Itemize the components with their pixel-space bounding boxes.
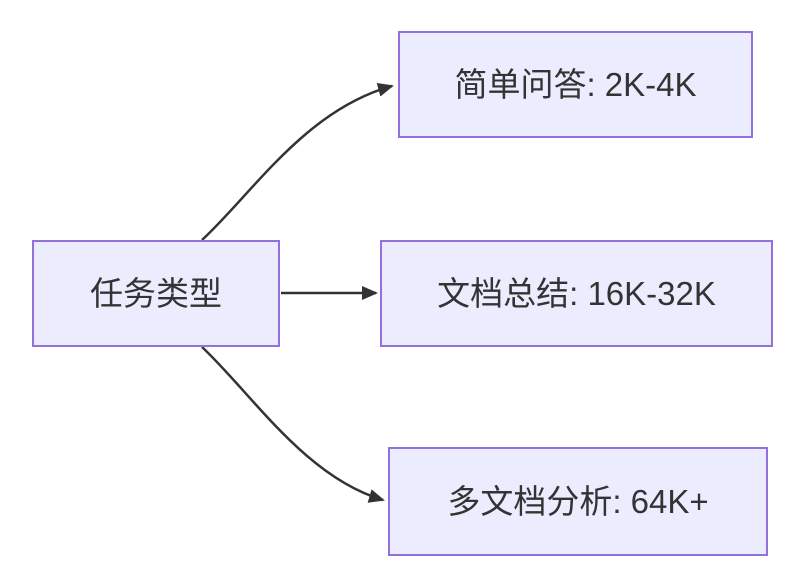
node-multi-doc-analysis: 多文档分析: 64K+: [388, 447, 768, 556]
node-multi-doc-analysis-label: 多文档分析: 64K+: [447, 482, 709, 520]
node-simple-qa-label: 简单问答: 2K-4K: [454, 65, 697, 103]
edge-root-to-top: [201, 82, 394, 241]
node-task-type: 任务类型: [32, 240, 280, 347]
node-doc-summary: 文档总结: 16K-32K: [380, 240, 773, 347]
edge-root-to-bottom: [201, 346, 385, 503]
node-doc-summary-label: 文档总结: 16K-32K: [437, 274, 716, 312]
node-task-type-label: 任务类型: [90, 274, 222, 312]
node-simple-qa: 简单问答: 2K-4K: [398, 31, 753, 138]
